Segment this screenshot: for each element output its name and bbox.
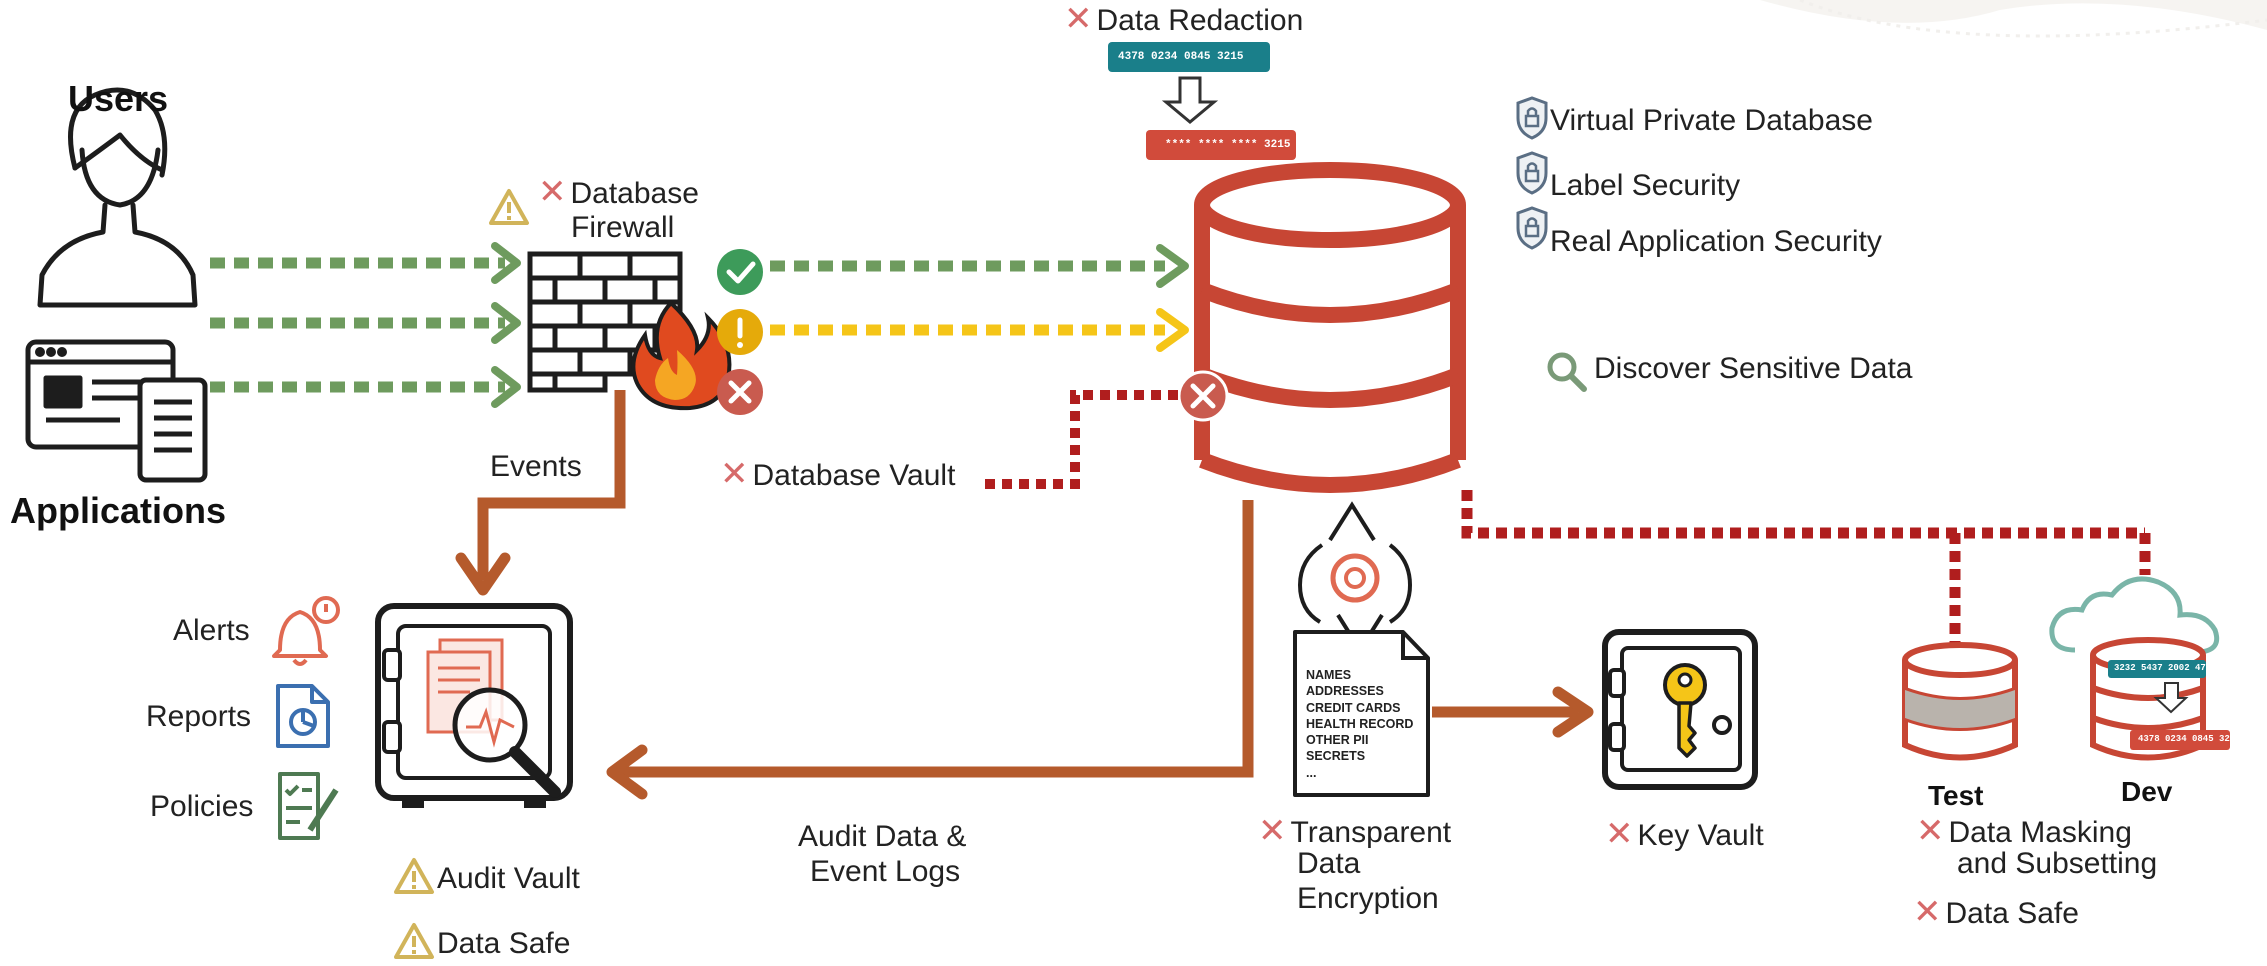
lock-shield-icons [1516,96,1548,250]
database-vault-label: ✕Database Vault [720,455,956,493]
applications-label: Applications [10,490,227,531]
doc-line: SECRETS [1306,749,1366,764]
masking-connectors [1461,490,2151,645]
users-label: Users [68,78,169,119]
doc-line: OTHER PII [1306,733,1369,747]
dev-card-top [2108,660,2206,678]
tde-label-line2: Data [1297,847,1361,880]
firewall-label-line2: Firewall [571,211,675,244]
application-icon [25,339,208,483]
data-safe-label: Data Safe [437,927,571,960]
fire-icon [631,300,732,411]
card-clear [1108,42,1270,72]
user-icon [37,87,198,308]
warning-exclamation-icon [717,309,763,355]
doc-line: HEALTH RECORD [1306,716,1414,731]
data-redaction-label: ✕Data Redaction [1064,0,1304,38]
audit-data-label-line1: Audit Data & [798,820,967,853]
magnifier-icon [1547,352,1587,392]
inbound-flows [210,257,505,393]
alerts-label: Alerts [173,614,250,647]
doc-line: ADDRESSES [1306,684,1384,699]
test-label: Test [1928,780,1984,811]
key-vault-safe-icon [1602,629,1758,790]
bell-icon [272,596,340,666]
encryption-cycle-icon [1297,501,1413,654]
doc-line: CREDIT CARDS [1306,700,1401,715]
dev-label: Dev [2121,776,2173,807]
test-database-icon [1902,642,2018,761]
masking-label-line2: and Subsetting [1957,847,2158,880]
lock-glyphs [1524,107,1540,238]
redaction-arrow [1161,76,1219,124]
report-icon [276,684,330,748]
document-contents: NAMES ADDRESSES CREDIT CARDS HEALTH RECO… [1306,667,1413,781]
x-mark-icon: ✕ [1916,812,1945,850]
x-mark-icon: ✕ [1605,815,1634,853]
masking-label-line1: ✕Data Masking [1916,812,2132,850]
policy-icon [278,772,339,840]
feature-label-security: Label Security [1550,169,1741,202]
card-masked [1146,130,1296,160]
x-mark-icon: ✕ [720,455,749,493]
warning-marks [412,202,511,954]
card-masked-number: **** **** **** 3215 [1165,139,1291,151]
feature-virtual-private-database: Virtual Private Database [1550,104,1873,137]
cloud-icon [2049,576,2220,655]
doc-to-keyvault-arrow [1432,686,1594,738]
dev-card-top-number: 3232 5437 2002 4701 [2114,663,2217,673]
tde-label-line3: Encryption [1297,882,1439,915]
x-mark-icon: ✕ [1913,893,1942,931]
events-label: Events [490,450,582,483]
allowed-check-icon [717,249,763,295]
database-icon [1194,162,1466,493]
audit-data-label-line2: Event Logs [810,855,961,888]
warning-triangle-icons [394,189,529,959]
key-vault-label: ✕Key Vault [1605,815,1764,853]
reports-label: Reports [146,700,252,733]
document-icon [1293,630,1430,797]
corner-decoration [1760,0,2267,38]
doc-line: NAMES [1306,668,1352,682]
dev-card-arrow [2153,682,2189,714]
dev-card-bottom-number: 4378 0234 0845 3215 [2138,734,2241,744]
firewall-label-line1: ✕Database [538,173,699,211]
feature-real-application-security: Real Application Security [1550,225,1882,258]
policies-label: Policies [150,790,254,823]
blocked-x-icon [717,369,763,415]
discover-sensitive-data-label: Discover Sensitive Data [1594,352,1913,385]
x-mark-icon: ✕ [538,173,567,211]
x-mark-icon: ✕ [1258,812,1287,850]
firewall-to-db-flows [770,244,1189,352]
card-clear-number: 4378 0234 0845 3215 [1118,51,1244,63]
events-arrow [455,390,626,596]
audit-vault-label: Audit Vault [437,862,580,895]
db-blocked-x-icon [1177,370,1229,422]
audit-vault-safe-icon [375,603,573,808]
database-vault-connector [985,390,1178,489]
audit-data-arrow [606,500,1254,800]
dev-data-safe-label: ✕Data Safe [1913,893,2079,931]
doc-line: ... [1306,765,1317,780]
inbound-arrowheads [491,242,521,408]
tde-label-line1: ✕Transparent [1258,812,1452,850]
dev-card-bottom [2130,730,2230,750]
x-mark-icon: ✕ [1064,0,1093,38]
